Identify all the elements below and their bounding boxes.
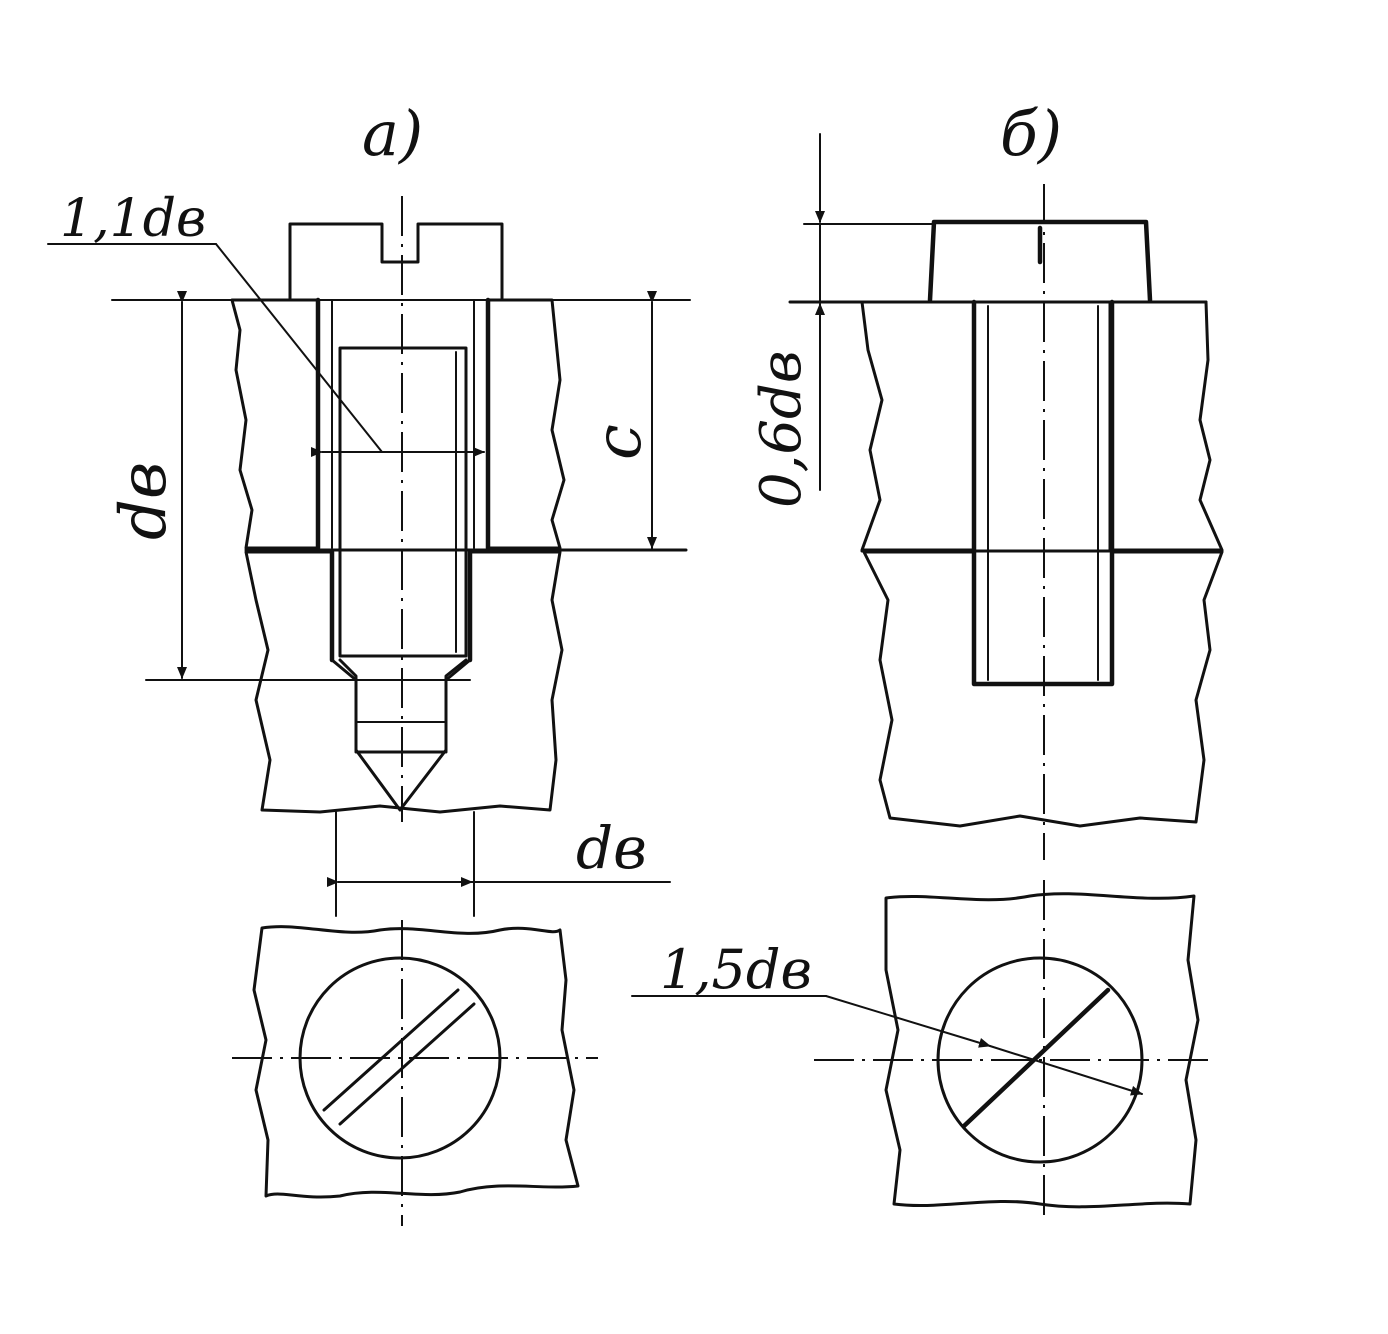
view-b-screw-head [927,219,1153,303]
view-a-plan-outline [252,925,580,1199]
view-a-label-head: 1,1dв [60,189,206,249]
view-b-plan-outline [884,892,1200,1209]
view-a-head-leader [215,243,383,453]
view-a-title: а) [362,97,423,170]
view-a-label-c: c [582,424,656,460]
view-b-title: б) [1000,97,1062,170]
view-b-plan-slot [961,987,1111,1129]
view-a-upper-part-left [230,298,320,550]
view-a-lower-part [244,550,564,814]
view-a-plan-slot-1 [322,988,460,1112]
view-a-upper-part-right [486,298,566,550]
view-b-upper-part-left [860,300,976,552]
view-a-label-width: dв [576,814,647,882]
view-a-screw-head [288,222,504,300]
view-b-upper-part-right [1108,300,1224,552]
view-b: б) 0,6dв 1,5dв [631,97,1224,1216]
view-a-plan-slot-2 [338,1002,476,1126]
view-b-diameter-dim [989,1045,1143,1096]
view-a-label-depth: dв [107,462,181,540]
view-b-label-diameter: 1,5dв [660,938,812,1001]
view-b-diameter-leader [825,995,991,1048]
view-b-label-head: 0,6dв [749,351,814,509]
view-a: а) 1,1dв [47,97,691,1226]
view-a-screw-shank [338,346,468,658]
